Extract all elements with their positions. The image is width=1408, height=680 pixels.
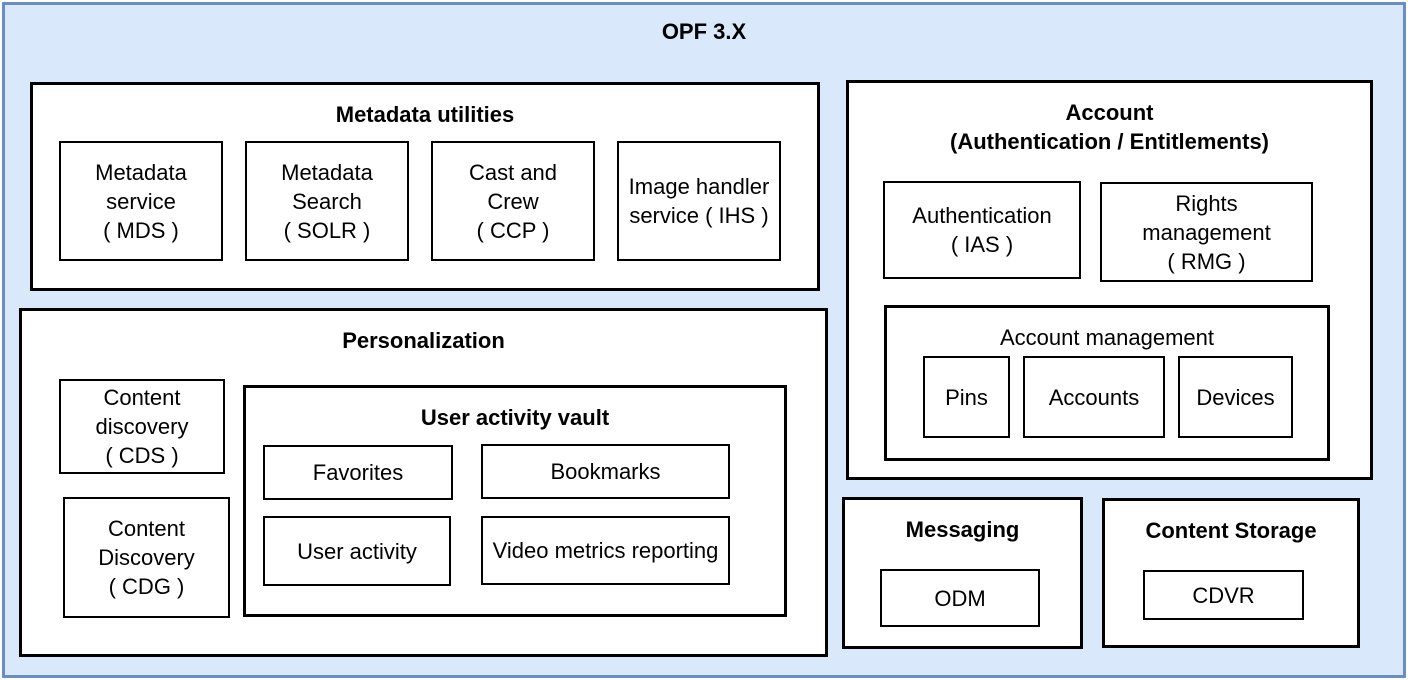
group-title-account-management: Account management — [999, 325, 1215, 350]
group-title-user-activity-vault: User activity vault — [420, 405, 610, 430]
node-video-metrics-reporting: Video metrics reporting — [481, 516, 730, 585]
container-account-management: Account management Pins Accounts Devices — [884, 305, 1330, 461]
node-favorites: Favorites — [263, 445, 453, 500]
group-content-storage: Content Storage CDVR — [1102, 498, 1360, 648]
group-account: Account (Authentication / Entitlements) … — [846, 80, 1373, 480]
node-bookmarks: Bookmarks — [481, 444, 730, 499]
node-accounts: Accounts — [1023, 356, 1165, 438]
node-image-handler-ihs: Image handler service ( IHS ) — [617, 141, 781, 261]
group-title-account: Account (Authentication / Entitlements) — [950, 100, 1269, 154]
node-cdvr: CDVR — [1143, 570, 1304, 620]
group-messaging: Messaging ODM — [842, 497, 1083, 649]
node-pins: Pins — [923, 356, 1010, 438]
node-metadata-search-solr: Metadata Search ( SOLR ) — [245, 141, 409, 261]
group-title-content-storage: Content Storage — [1145, 518, 1317, 543]
node-metadata-service-mds: Metadata service ( MDS ) — [59, 141, 223, 261]
group-title-messaging: Messaging — [905, 517, 1020, 542]
node-user-activity: User activity — [263, 516, 451, 586]
group-title-metadata-utilities: Metadata utilities — [335, 102, 515, 127]
container-user-activity-vault: User activity vault Favorites Bookmarks … — [243, 385, 787, 617]
group-personalization: Personalization Content discovery ( CDS … — [19, 308, 828, 657]
node-authentication-ias: Authentication ( IAS ) — [883, 181, 1081, 279]
node-cast-and-crew-ccp: Cast and Crew ( CCP ) — [431, 141, 595, 261]
node-rights-management-rmg: Rights management ( RMG ) — [1100, 182, 1313, 282]
node-devices: Devices — [1178, 356, 1293, 438]
diagram-title: OPF 3.X — [661, 19, 747, 44]
group-title-personalization: Personalization — [342, 328, 505, 353]
group-metadata-utilities: Metadata utilities Metadata service ( MD… — [30, 82, 820, 291]
node-content-discovery-cds: Content discovery ( CDS ) — [59, 379, 225, 474]
node-odm: ODM — [880, 569, 1040, 627]
node-content-discovery-cdg: Content Discovery ( CDG ) — [63, 497, 230, 618]
